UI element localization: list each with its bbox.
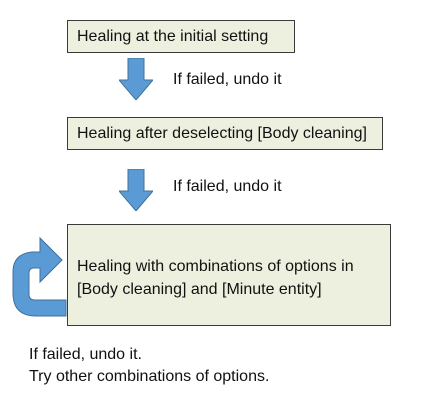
step-option-combinations-line1: Healing with combinations of options in <box>77 258 354 275</box>
step-option-combinations-line2: [Body cleaning] and [Minute entity] <box>77 281 322 298</box>
step-option-combinations: Healing with combinations of options in … <box>67 224 391 326</box>
transition-note: If failed, undo it <box>173 71 282 88</box>
loop-back-arrow-icon <box>12 236 67 317</box>
footer-note-line1: If failed, undo it. <box>29 346 142 363</box>
step-deselect-body-cleaning-label: Healing after deselecting [Body cleaning… <box>77 125 367 142</box>
step-deselect-body-cleaning: Healing after deselecting [Body cleaning… <box>67 117 383 150</box>
footer-note-line2: Try other combinations of options. <box>29 368 270 385</box>
transition-note: If failed, undo it <box>173 178 282 195</box>
down-arrow-icon <box>119 169 153 211</box>
down-arrow-icon <box>119 58 153 100</box>
step-initial-setting: Healing at the initial setting <box>67 20 295 53</box>
footer-note: If failed, undo it. Try other combinatio… <box>29 344 269 388</box>
step-initial-setting-label: Healing at the initial setting <box>77 28 269 45</box>
